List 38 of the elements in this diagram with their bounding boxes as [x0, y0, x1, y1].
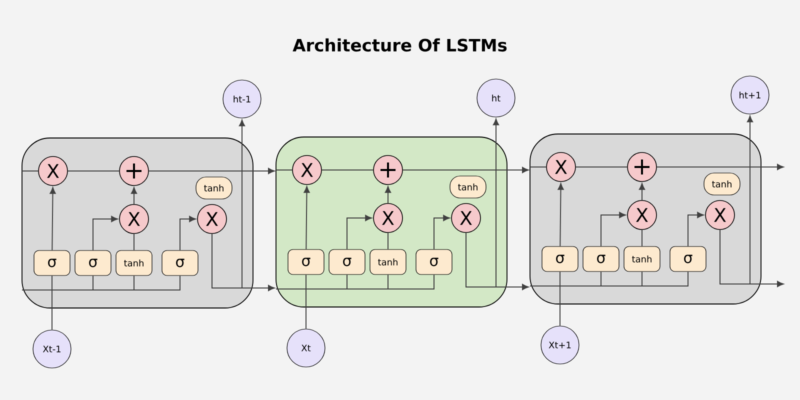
gate-box: σ: [74, 250, 112, 276]
arrow: [384, 186, 392, 204]
arrow: [92, 216, 118, 251]
gate-box: σ: [288, 249, 324, 275]
connector-line: [276, 274, 434, 290]
gate-box: σ: [162, 250, 198, 276]
arrow: [638, 183, 646, 201]
gate-box: σ: [670, 246, 706, 272]
arrow: [212, 233, 275, 292]
arrow: [558, 183, 564, 247]
arrow: [600, 212, 626, 247]
arrow: [130, 187, 138, 205]
arrow: [466, 232, 529, 290]
arrow: [656, 164, 784, 170]
arrow: [720, 229, 784, 288]
arrow: [180, 216, 196, 251]
arrow: [148, 168, 275, 174]
title: Architecture Of LSTMs: [292, 38, 507, 52]
gate-box: tanh: [370, 249, 406, 275]
gate-box: tanh: [116, 250, 152, 276]
connector-line: [67, 170, 120, 172]
arrow: [346, 214, 372, 250]
arrow: [304, 186, 310, 250]
arrow: [688, 212, 704, 247]
connector-line: [530, 166, 547, 168]
gate-box: σ: [34, 250, 70, 276]
gate-box: σ: [582, 246, 620, 272]
arrow: [402, 166, 529, 174]
gate-box: σ: [328, 249, 366, 275]
arrow: [50, 187, 56, 251]
connector-line: [22, 170, 39, 172]
connector-line: [22, 275, 180, 290]
gate-box: σ: [416, 249, 452, 275]
connector-line: [530, 271, 688, 286]
gate-box: σ: [542, 246, 578, 272]
connector-line: [575, 166, 628, 168]
gate-box: tanh: [624, 246, 660, 272]
arrow: [434, 214, 450, 250]
